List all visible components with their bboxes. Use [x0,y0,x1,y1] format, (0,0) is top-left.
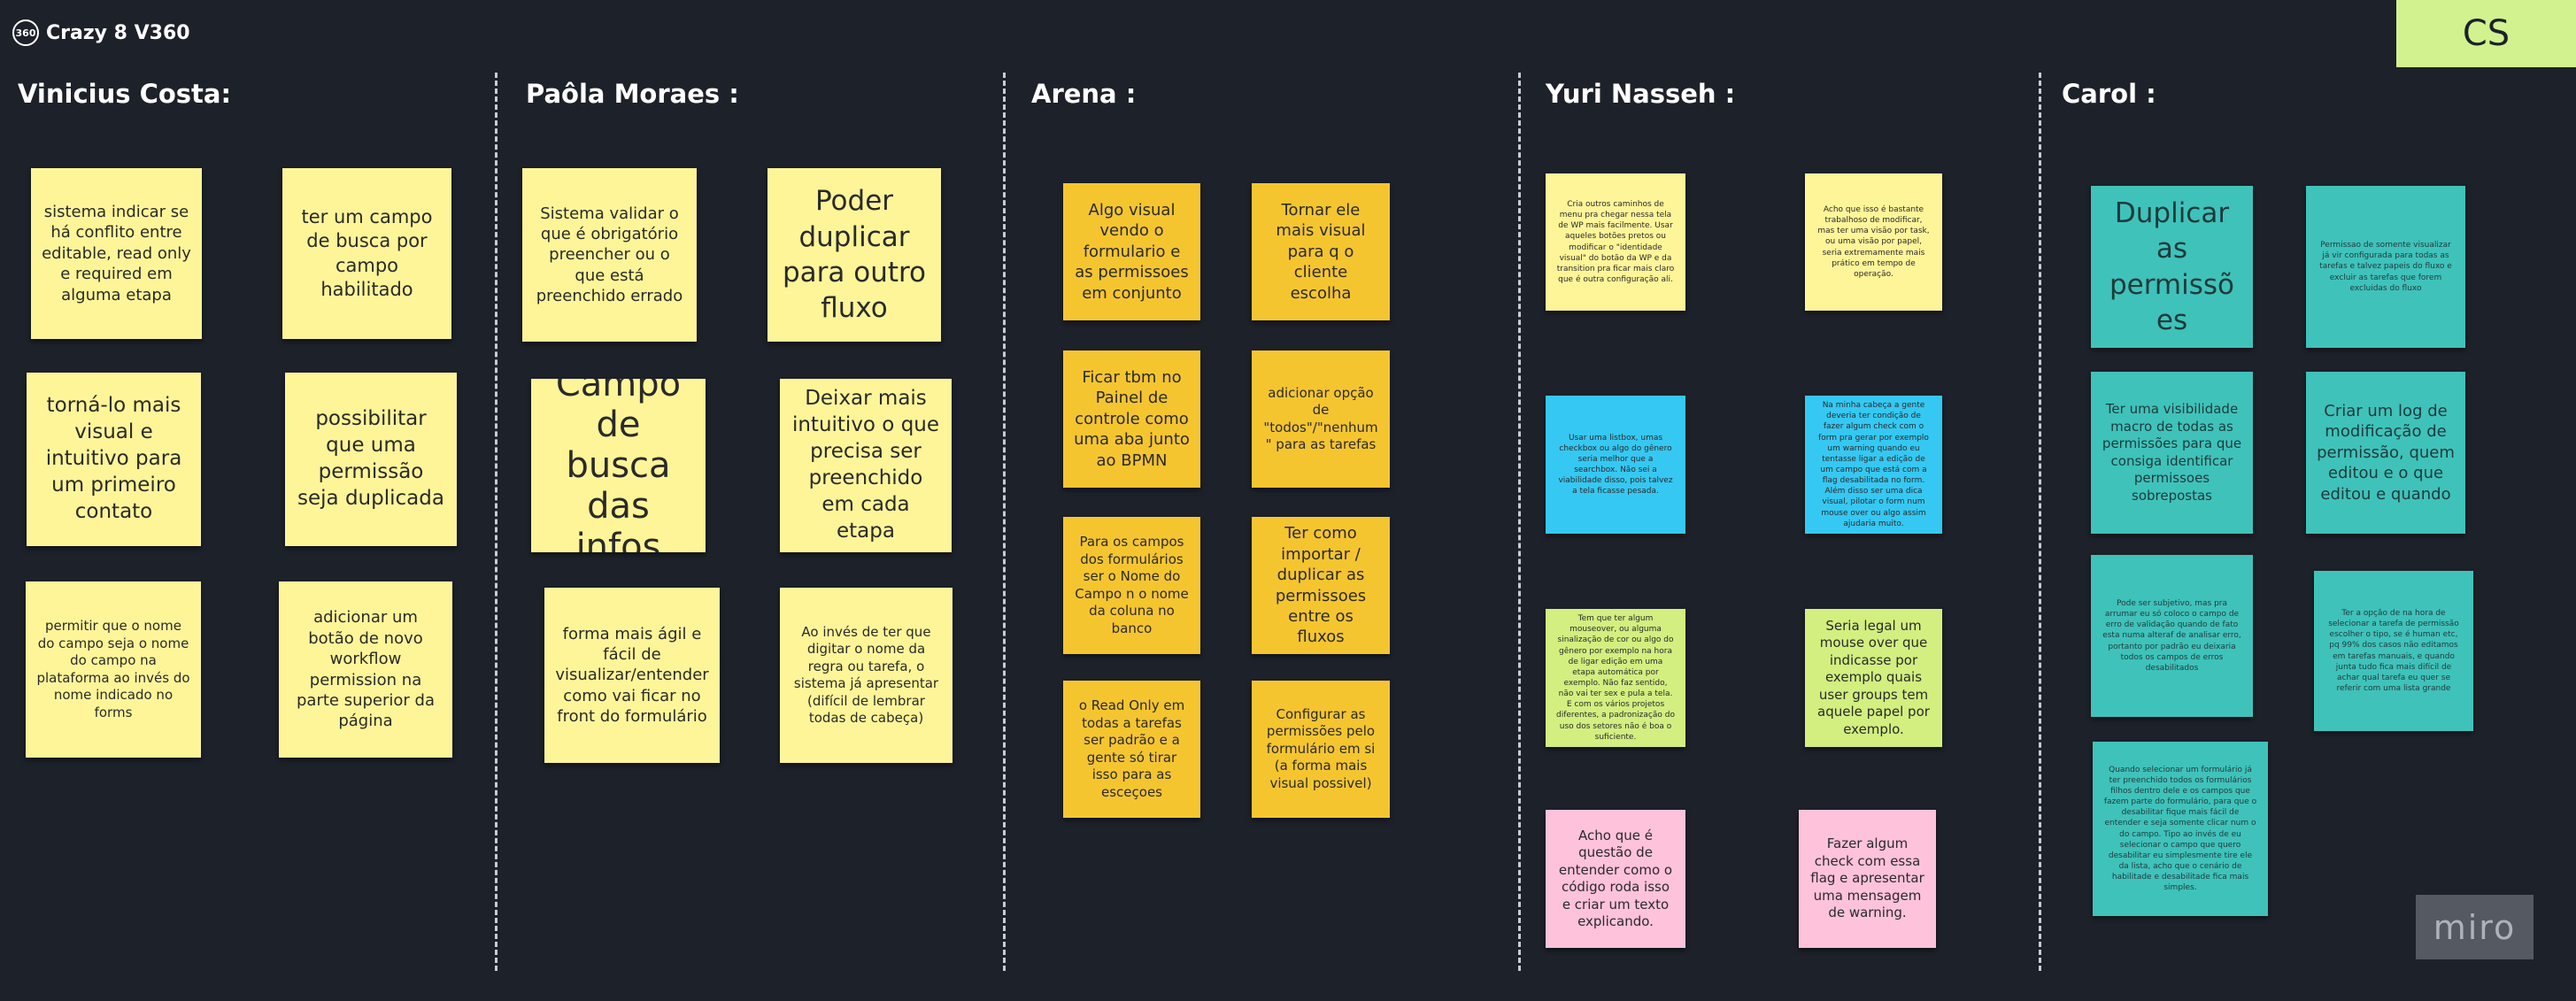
sticky-note[interactable]: permitir que o nome do campo seja o nome… [26,581,201,758]
sticky-note[interactable]: torná-lo mais visual e intuitivo para um… [27,373,201,546]
sticky-note[interactable]: Configurar as permissões pelo formulário… [1252,681,1390,818]
sticky-note-text: sistema indicar se há conflito entre edi… [42,203,191,304]
sticky-note[interactable]: Ter a opção de na hora de selecionar a t… [2314,571,2473,731]
sticky-note-text: permitir que o nome do campo seja o nome… [36,618,190,720]
sticky-note-text: Poder duplicar para outro fluxo [782,185,927,325]
sticky-note[interactable]: o Read Only em todas a tarefas ser padrã… [1063,681,1200,818]
column-title-paola: Paôla Moraes : [526,79,739,109]
sticky-note-text: Criar um log de modificação de permissão… [2317,402,2455,504]
v360-logo-icon: 360 [12,19,39,46]
miro-watermark-text: miro [2433,907,2517,947]
sticky-note[interactable]: Ao invés de ter que digitar o nome da re… [780,588,953,763]
sticky-note[interactable]: Acho que é questão de entender como o có… [1546,810,1685,948]
sticky-note[interactable]: Ter como importar / duplicar as permisso… [1252,517,1390,654]
sticky-note[interactable]: sistema indicar se há conflito entre edi… [31,168,202,339]
sticky-note-text: Na minha cabeça a gente deveria ter cond… [1818,401,1929,528]
sticky-note-text: Campo de busca das infos [555,379,682,552]
sticky-note-text: torná-lo mais visual e intuitivo para um… [45,394,182,523]
sticky-note-text: Permissao de somente visualizar já vir c… [2319,241,2452,293]
sticky-note[interactable]: Ter uma visibilidade macro de todas as p… [2091,372,2253,534]
column-title-yuri: Yuri Nasseh : [1546,79,1736,109]
sticky-note-text: Ao invés de ter que digitar o nome da re… [793,623,939,727]
sticky-note-text: Usar uma listbox, umas checkbox ou algo … [1558,433,1673,497]
miro-watermark: miro [2416,895,2534,959]
column-title-arena: Arena : [1031,79,1137,109]
cs-note-text: CS [2462,13,2510,54]
sticky-note-text: Cria outros caminhos de menu pra chegar … [1556,199,1675,284]
sticky-note-text: Duplicar as permissões [2109,196,2235,336]
sticky-note[interactable]: Cria outros caminhos de menu pra chegar … [1546,173,1685,311]
sticky-note[interactable]: possibilitar que uma permissão seja dupl… [285,373,457,546]
sticky-note-text: Fazer algum check com essa flag e aprese… [1810,835,1924,921]
sticky-note-text: Ter a opção de na hora de selecionar a t… [2328,608,2459,693]
column-title-vinicius: Vinicius Costa: [18,79,232,109]
sticky-note-text: Deixar mais intuitivo o que precisa ser … [791,387,940,543]
sticky-note[interactable]: Permissao de somente visualizar já vir c… [2306,186,2465,348]
sticky-note[interactable]: Duplicar as permissões [2091,186,2253,348]
sticky-note[interactable]: Campo de busca das infos [531,379,706,552]
sticky-note[interactable]: Acho que isso é bastante trabalhoso de m… [1805,173,1942,311]
column-divider [1003,73,1006,971]
board-title-text: Crazy 8 V360 [46,21,190,44]
sticky-note-text: Tem que ter algum mouseover, ou alguma s… [1556,614,1675,742]
sticky-note-text: adicionar opção de "todos"/"nenhum" para… [1263,384,1378,453]
sticky-note-text: Sistema validar o que é obrigatório pree… [536,204,683,306]
sticky-note-text: Configurar as permissões pelo formulário… [1266,705,1376,791]
sticky-note[interactable]: Tem que ter algum mouseover, ou alguma s… [1546,609,1685,747]
sticky-note[interactable]: adicionar opção de "todos"/"nenhum" para… [1252,350,1390,488]
sticky-note[interactable]: Tornar ele mais visual para q o cliente … [1252,183,1390,320]
column-divider [2039,73,2041,971]
column-divider [495,73,497,971]
sticky-note-text: forma mais ágil e fácil de visualizar/en… [555,624,709,727]
sticky-note[interactable]: forma mais ágil e fácil de visualizar/en… [544,588,720,763]
sticky-note[interactable]: Deixar mais intuitivo o que precisa ser … [780,379,952,552]
sticky-note-text: Ficar tbm no Painel de controle como uma… [1074,368,1190,470]
sticky-note-text: Quando selecionar um formulário já ter p… [2103,765,2257,893]
sticky-note-text: adicionar um botão de novo workflow perm… [297,608,435,731]
sticky-note-text: ter um campo de busca por campo habilita… [301,205,433,300]
board-title[interactable]: 360 Crazy 8 V360 [12,18,190,48]
sticky-note-text: Para os campos dos formulários ser o Nom… [1075,534,1189,636]
sticky-note-text: Algo visual vendo o formulario e as perm… [1075,201,1189,303]
sticky-note[interactable]: Criar um log de modificação de permissão… [2306,372,2465,534]
sticky-note[interactable]: Quando selecionar um formulário já ter p… [2093,742,2268,916]
sticky-note-text: possibilitar que uma permissão seja dupl… [297,407,444,510]
sticky-note[interactable]: Sistema validar o que é obrigatório pree… [522,168,697,342]
cs-sticky-note[interactable]: CS [2396,0,2576,67]
sticky-note[interactable]: Algo visual vendo o formulario e as perm… [1063,183,1200,320]
sticky-note-text: Tornar ele mais visual para q o cliente … [1276,201,1366,303]
sticky-note-text: Ter uma visibilidade macro de todas as p… [2102,401,2242,504]
sticky-note[interactable]: adicionar um botão de novo workflow perm… [279,581,452,758]
sticky-note[interactable]: Seria legal um mouse over que indicasse … [1805,609,1942,747]
sticky-note-text: o Read Only em todas a tarefas ser padrã… [1078,697,1185,800]
sticky-note-text: Ter como importar / duplicar as permisso… [1275,524,1367,647]
sticky-note-text: Acho que isso é bastante trabalhoso de m… [1817,205,1930,279]
sticky-note[interactable]: Usar uma listbox, umas checkbox ou algo … [1546,396,1685,534]
sticky-note[interactable]: ter um campo de busca por campo habilita… [282,168,451,339]
sticky-note[interactable]: Pode ser subjetivo, mas pra arrumar eu s… [2091,555,2253,717]
column-title-carol: Carol : [2062,79,2156,109]
sticky-note-text: Acho que é questão de entender como o có… [1558,827,1673,930]
sticky-note[interactable]: Na minha cabeça a gente deveria ter cond… [1805,396,1942,534]
sticky-note-text: Pode ser subjetivo, mas pra arrumar eu s… [2102,599,2241,673]
column-divider [1518,73,1521,971]
sticky-note[interactable]: Para os campos dos formulários ser o Nom… [1063,517,1200,654]
sticky-note[interactable]: Fazer algum check com essa flag e aprese… [1799,810,1936,948]
sticky-note[interactable]: Ficar tbm no Painel de controle como uma… [1063,350,1200,488]
sticky-note-text: Seria legal um mouse over que indicasse … [1817,617,1930,737]
sticky-note[interactable]: Poder duplicar para outro fluxo [767,168,941,342]
